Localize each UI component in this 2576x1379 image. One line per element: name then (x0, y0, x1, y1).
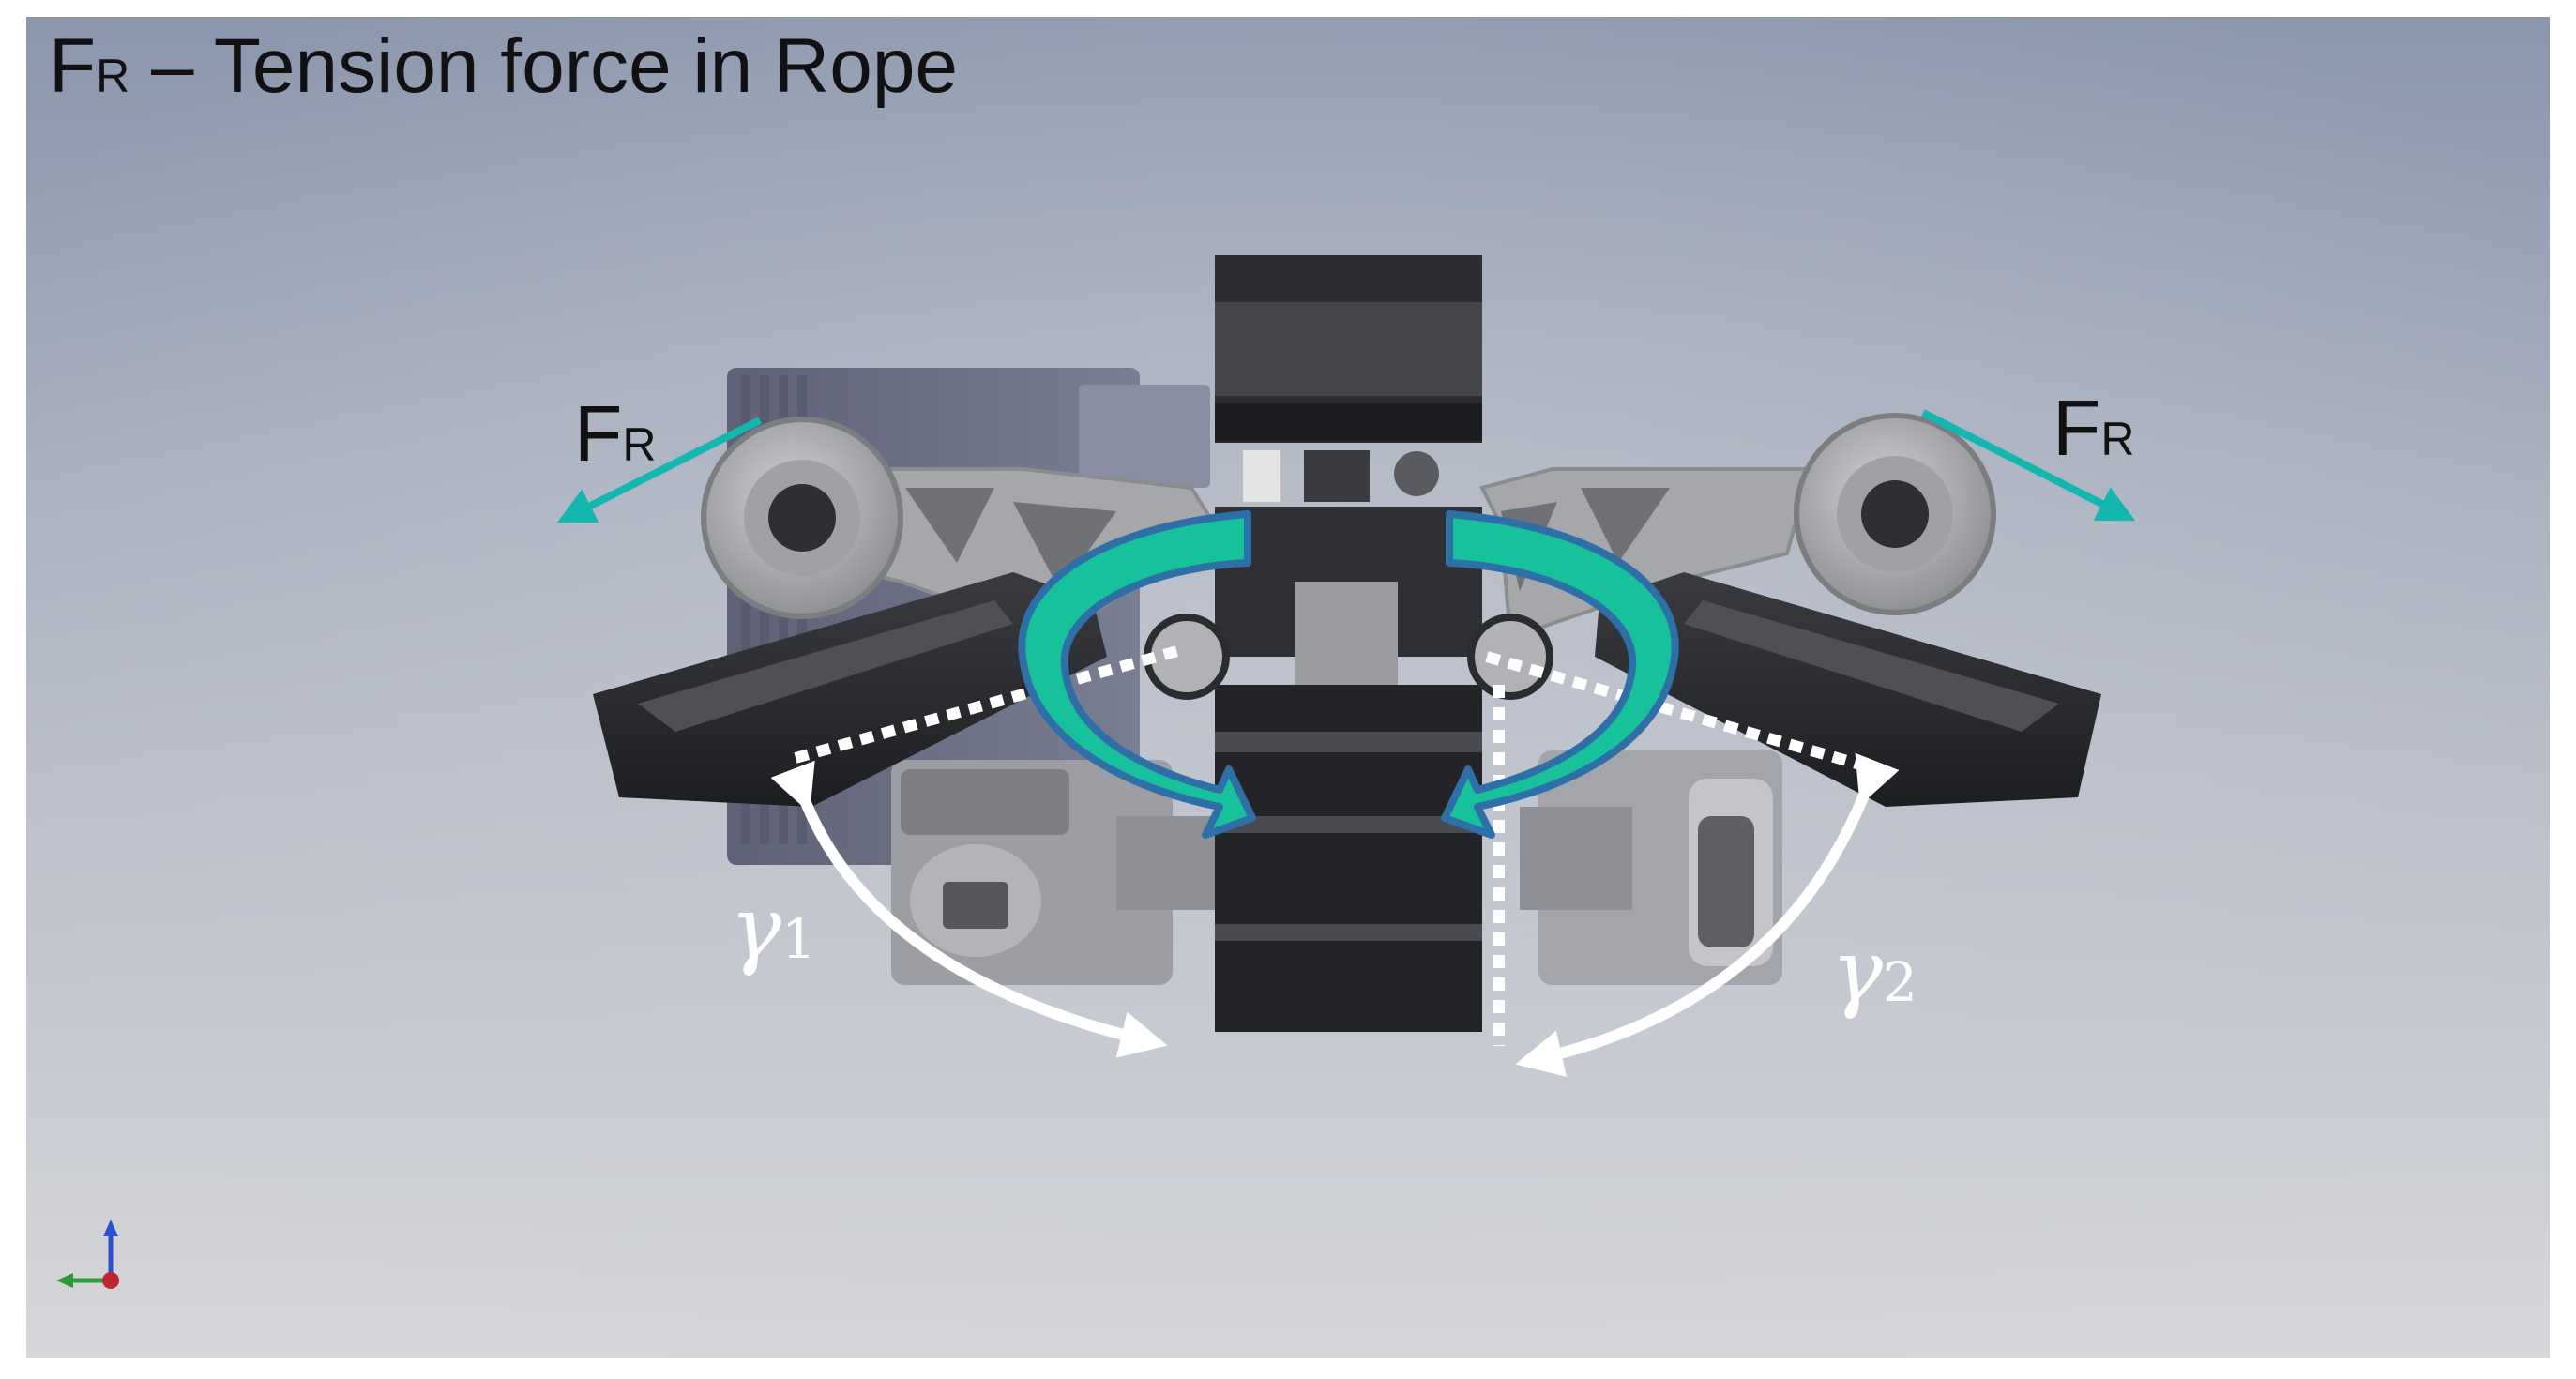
measurement-line-right (1485, 651, 1878, 775)
measurement-lines (794, 644, 1878, 1046)
rotation-arrow-left (1018, 510, 1256, 839)
force-arrow-left (556, 417, 762, 523)
title-text: – Tension force in Rope (129, 23, 959, 109)
angle-arc-gamma1 (770, 760, 1168, 1058)
right-pulley (1794, 413, 1996, 615)
left-finger (593, 572, 1107, 807)
gamma2-symbol: γ (1831, 921, 1883, 1022)
angle-label-gamma1: γ1 (730, 886, 816, 972)
force-label-left-subscript: R (622, 418, 657, 471)
angle-arc-gamma2 (1515, 752, 1900, 1077)
figure-title: FR – Tension force in Rope (49, 28, 958, 105)
force-label-right-symbol: F (2053, 384, 2101, 472)
gamma1-subscript: 1 (780, 907, 816, 971)
axis-triad-icon (56, 1220, 119, 1289)
gamma2-subscript: 2 (1882, 950, 1917, 1014)
inner-right-wheel (1467, 614, 1553, 700)
central-column (1215, 507, 1482, 1032)
angle-label-gamma2: γ2 (1831, 929, 1917, 1015)
force-label-left: FR (574, 394, 656, 473)
right-finger (1595, 572, 2101, 807)
force-label-right-subscript: R (2100, 413, 2135, 465)
gamma1-symbol: γ (730, 878, 781, 978)
top-motor-block (1215, 255, 1482, 502)
force-arrow-right (1921, 409, 2136, 522)
inner-left-wheel (1144, 614, 1230, 700)
rotation-arrow-right (1441, 510, 1679, 839)
left-pulley (701, 417, 903, 619)
title-symbol-subscript: R (96, 50, 130, 102)
force-label-left-symbol: F (574, 389, 623, 477)
title-symbol: F (49, 23, 97, 109)
force-label-right: FR (2053, 388, 2134, 467)
